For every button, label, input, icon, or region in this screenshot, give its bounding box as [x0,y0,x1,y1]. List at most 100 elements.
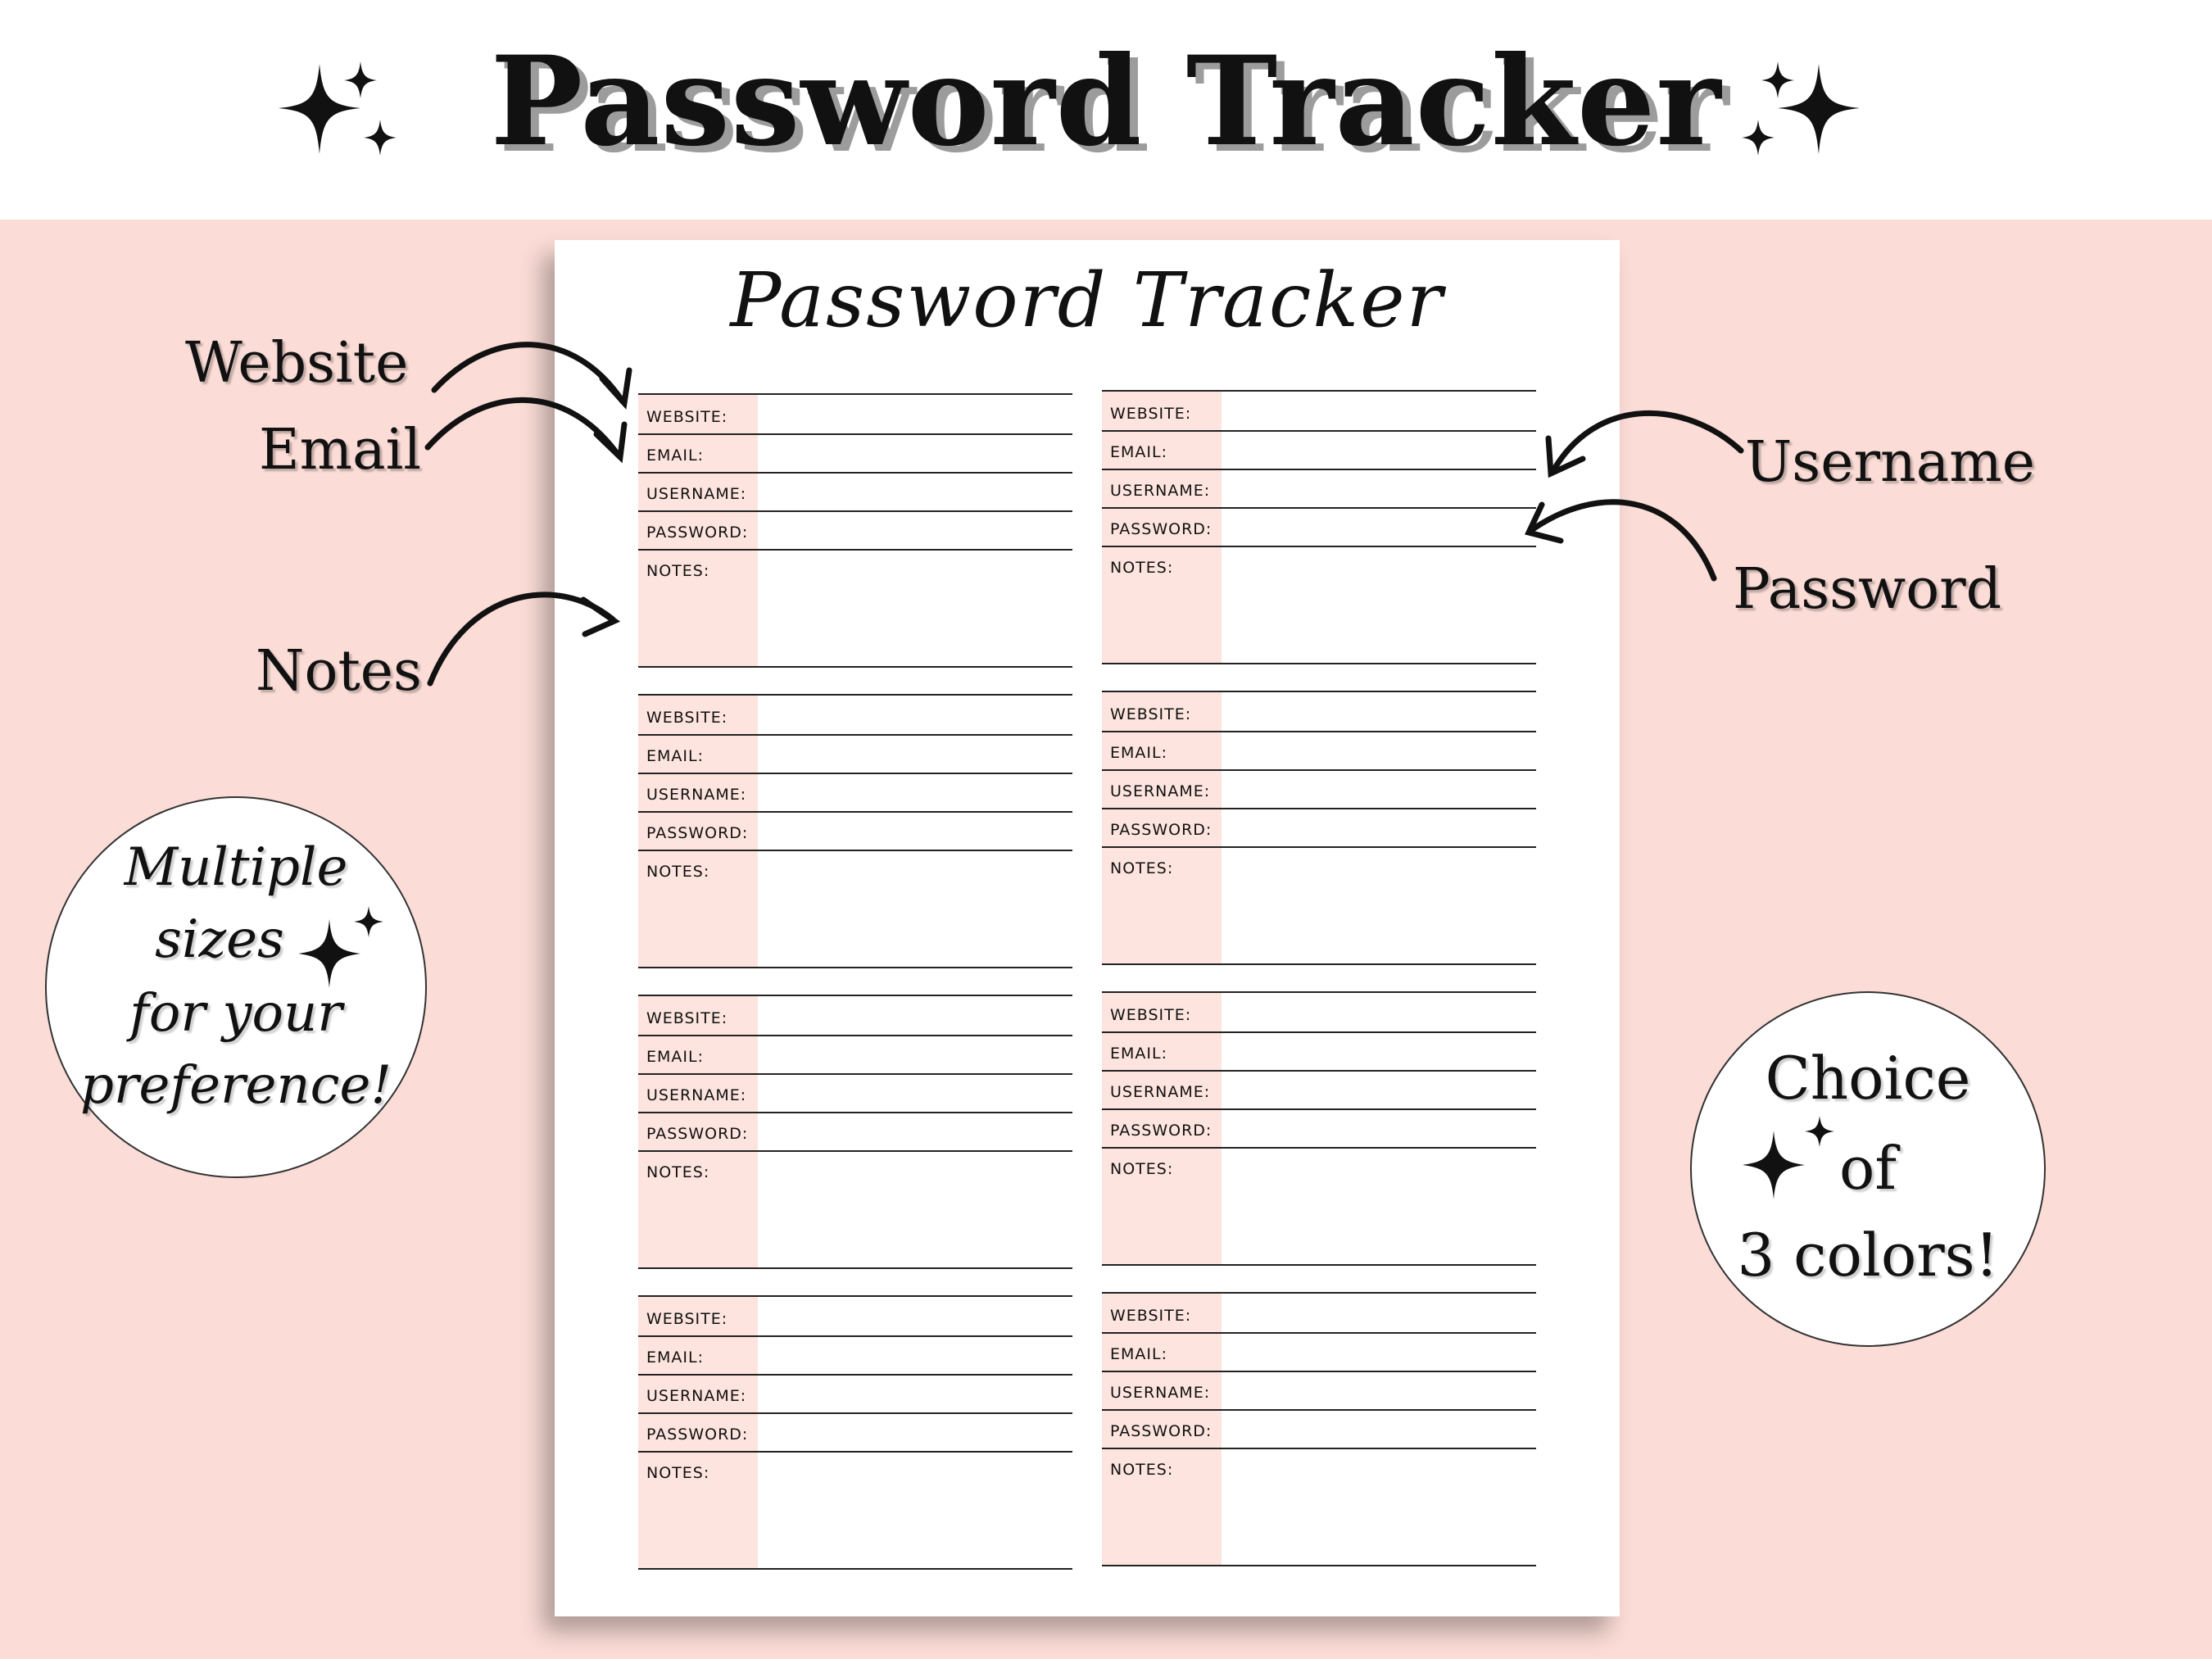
badge-line: preference! [79,1055,392,1116]
sparkle-icon [279,61,397,156]
sparkle-icon [298,906,383,988]
badge-line: Multiple [124,837,348,898]
field-label-password: PASSWORD: [1110,821,1213,839]
field-label-username: USERNAME: [646,1387,747,1405]
badge-line: sizes [155,909,284,970]
badge-line: Choice [1765,1044,1971,1113]
entry-block: WEBSITE: EMAIL: USERNAME: PASSWORD: NOTES: [1102,691,1536,965]
field-row-website: WEBSITE: [1102,692,1536,732]
label-shading [1102,1292,1222,1566]
sparkle-icon [1742,61,1860,156]
field-label-notes: NOTES: [1110,859,1174,877]
entry-block: WEBSITE: EMAIL: USERNAME: PASSWORD: NOTES: [638,694,1072,968]
field-row-website: WEBSITE: [638,696,1072,736]
field-label-website: WEBSITE: [646,709,728,727]
field-label-notes: NOTES: [1110,1461,1174,1479]
field-row-website: WEBSITE: [1102,993,1536,1033]
field-label-email: EMAIL: [1110,1045,1167,1063]
entry-block: WEBSITE:EMAIL:USERNAME:PASSWORD:NOTES: [638,393,1072,668]
badge-line: 3 colors! [1737,1221,1999,1290]
entry-block: WEBSITE: EMAIL: USERNAME: PASSWORD: NOTES: [638,995,1072,1269]
field-row-email: EMAIL: [638,433,1072,474]
field-row-password: PASSWORD: [638,1112,1072,1152]
field-label-website: WEBSITE: [1110,1307,1192,1325]
field-label-password: PASSWORD: [1110,1422,1213,1440]
field-row-password: PASSWORD: [638,811,1072,851]
badge-line: of [1839,1134,1897,1203]
badge-line: for your [129,983,342,1044]
field-row-email: EMAIL: [1102,1332,1536,1372]
field-row-website: WEBSITE: [1102,1294,1536,1334]
callout-email: Email [259,418,422,483]
field-label-email: EMAIL: [646,446,704,465]
divider [1102,691,1536,692]
callout-notes: Notes [256,639,422,704]
field-label-password: PASSWORD: [646,1426,749,1444]
field-row-password: PASSWORD: [1102,1108,1536,1149]
field-row-username: USERNAME: [638,773,1072,813]
field-label-password: PASSWORD: [646,1125,749,1143]
callout-password: Password [1733,557,2002,622]
field-row-username: USERNAME: [1102,1070,1536,1110]
divider [638,995,1072,996]
sparkle-icon [1743,1116,1834,1199]
field-label-password: PASSWORD: [1110,1122,1213,1140]
field-label-website: WEBSITE: [1110,405,1192,423]
divider [1102,663,1536,664]
field-label-username: USERNAME: [646,786,747,804]
badge-color-choice: Choice of 3 colors! [1690,991,2046,1347]
field-label-notes: NOTES: [646,1464,710,1482]
field-row-username: USERNAME: [1102,769,1536,809]
field-label-notes: NOTES: [646,1163,710,1181]
field-row-username: USERNAME: [1102,469,1536,509]
field-row-email: EMAIL: [638,1035,1072,1075]
field-row-website: WEBSITE: [638,395,1072,435]
sheet-title: Password Tracker [730,256,1444,344]
divider [638,393,1072,395]
divider [1102,1565,1536,1566]
callout-username: Username [1745,430,2036,495]
field-row-username: USERNAME: [638,1073,1072,1113]
field-label-notes: NOTES: [646,863,710,881]
entry-block: WEBSITE:EMAIL:USERNAME:PASSWORD:NOTES: [1102,390,1536,664]
field-label-username: USERNAME: [1110,782,1211,800]
label-shading [638,995,758,1269]
field-label-website: WEBSITE: [646,1009,728,1027]
label-shading [1102,991,1222,1266]
field-label-username: USERNAME: [1110,1384,1211,1402]
field-label-password: PASSWORD: [1110,520,1213,538]
field-label-email: EMAIL: [646,747,704,765]
field-row-website: WEBSITE: [638,1297,1072,1337]
field-label-email: EMAIL: [1110,443,1167,461]
field-row-website: WEBSITE: [638,996,1072,1036]
field-label-website: WEBSITE: [646,408,728,426]
divider [638,694,1072,696]
divider [1102,991,1536,993]
field-label-website: WEBSITE: [1110,1006,1192,1024]
field-row-password: PASSWORD: [638,1412,1072,1453]
field-row-password: PASSWORD: [638,510,1072,551]
field-label-website: WEBSITE: [1110,705,1192,723]
label-shading [1102,691,1222,965]
field-row-email: EMAIL: [1102,1031,1536,1072]
field-label-email: EMAIL: [1110,1345,1167,1363]
field-row-password: PASSWORD: [1102,507,1536,547]
field-row-username: USERNAME: [1102,1371,1536,1411]
field-row-email: EMAIL: [1102,731,1536,771]
callout-website: Website [185,331,409,396]
divider [638,967,1072,968]
field-row-email: EMAIL: [638,734,1072,774]
field-label-email: EMAIL: [646,1349,704,1367]
field-row-email: EMAIL: [638,1335,1072,1376]
field-row-password: PASSWORD: [1102,808,1536,848]
field-label-email: EMAIL: [646,1048,704,1066]
entry-block: WEBSITE: EMAIL: USERNAME: PASSWORD: NOTES: [638,1295,1072,1570]
label-shading [1102,390,1222,664]
field-label-email: EMAIL: [1110,744,1167,762]
field-label-username: USERNAME: [646,485,747,503]
badge-multiple-sizes: Multiple sizes for your preference! [45,796,427,1178]
page-headline: Password Tracker [490,29,1722,174]
entry-block: WEBSITE:EMAIL:USERNAME:PASSWORD:NOTES: [1102,991,1536,1266]
divider [638,1568,1072,1570]
